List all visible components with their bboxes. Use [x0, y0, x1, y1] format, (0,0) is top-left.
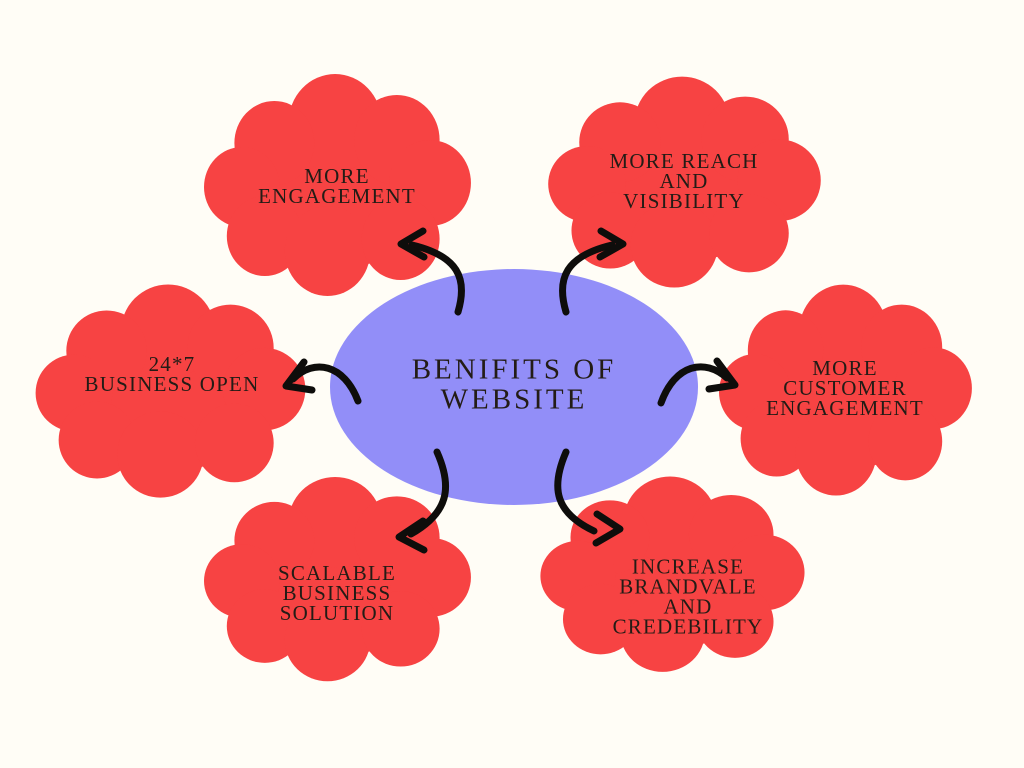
node-label-increase-brand-credibility: INCREASE BRANDVALE AND CREDEBILITY [612, 554, 764, 640]
arrow-to-more-reach-and-visibility [559, 227, 627, 316]
node-label-more-engagement: MORE ENGAGEMENT [258, 163, 416, 208]
center-node-label: BENIFITS OF WEBSITE [411, 353, 617, 416]
arrow-to-24-7-business-open [282, 358, 362, 405]
arrow-to-more-engagement [397, 227, 465, 316]
center-ellipse [330, 269, 698, 505]
node-label-24-7-business-open: 24*7 BUSINESS OPEN [84, 351, 260, 396]
node-label-more-reach-and-visibility: MORE REACH AND VISIBILITY [609, 148, 759, 214]
arrow-to-more-customer-engagement [657, 357, 739, 407]
node-label-more-customer-engagement: MORE CUSTOMER ENGAGEMENT [766, 355, 924, 421]
arrow-to-increase-brand-credibility [554, 448, 624, 547]
node-label-scalable-business-solution: SCALABLE BUSINESS SOLUTION [277, 560, 397, 626]
arrow-to-scalable-business-solution [395, 448, 450, 554]
